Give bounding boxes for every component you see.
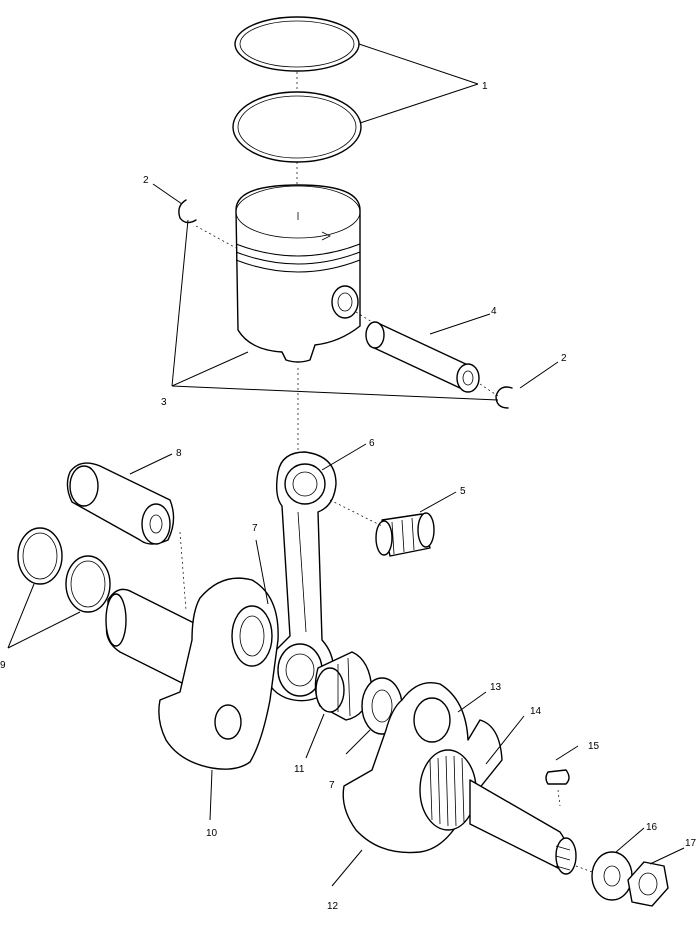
- callout-6: 6: [369, 438, 375, 449]
- callout-4: 4: [491, 306, 497, 317]
- callout-2-right: 2: [561, 353, 567, 364]
- callout-8: 8: [176, 448, 182, 459]
- piston-ring-lower: [232, 91, 362, 163]
- washer: [591, 851, 633, 901]
- nut: [627, 861, 669, 907]
- callout-1: 1: [482, 81, 488, 92]
- callout-17: 17: [685, 838, 697, 849]
- callout-14: 14: [530, 706, 542, 717]
- callout-16: 16: [646, 822, 658, 833]
- seal-ring-right: [65, 555, 111, 613]
- leader-lines: [7, 43, 685, 887]
- callout-7-upper: 7: [252, 523, 258, 534]
- callout-3: 3: [161, 397, 167, 408]
- crankshaft-right-half: [342, 682, 577, 875]
- callout-labels: 1 2 2 3 4 5 6 7 7 8 9 10 11 12 13 14 15 …: [0, 81, 697, 912]
- callout-2-left: 2: [143, 175, 149, 186]
- callout-13: 13: [490, 682, 502, 693]
- snap-ring-right: [495, 386, 513, 409]
- piston: [235, 184, 361, 363]
- connecting-rod: [264, 451, 337, 702]
- crankshaft-left-half: [105, 577, 279, 770]
- callout-11: 11: [294, 764, 305, 775]
- callout-15: 15: [588, 741, 600, 752]
- callout-9: 9: [0, 660, 6, 671]
- callout-12: 12: [327, 901, 339, 912]
- needle-bearing-small: [375, 512, 435, 557]
- callout-5: 5: [460, 486, 466, 497]
- seal-ring-left: [17, 527, 63, 585]
- crank-pin-bearing: [314, 651, 373, 721]
- piston-pin: [365, 321, 480, 393]
- main-bearing-cylinder: [66, 462, 175, 545]
- callout-10: 10: [206, 828, 218, 839]
- woodruff-key: [545, 769, 570, 785]
- callout-7-lower: 7: [329, 780, 335, 791]
- piston-ring-upper: [234, 16, 360, 72]
